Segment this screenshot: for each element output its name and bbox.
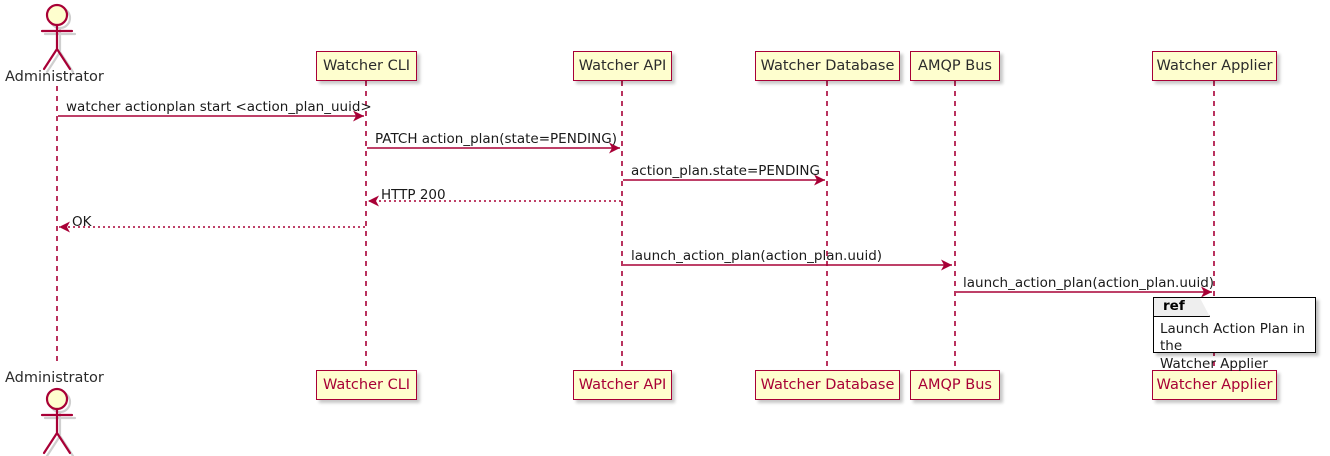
- participant-label-watcher-api: Watcher API: [578, 57, 667, 74]
- actor-label-administrator-bottom: Administrator: [5, 370, 104, 386]
- actor-figure-administrator-bottom: [40, 387, 77, 456]
- message-label-2: PATCH action_plan(state=PENDING): [375, 131, 617, 147]
- actor-body-shadow: [43, 26, 77, 74]
- participant-label-amqp-bus: AMQP Bus: [918, 376, 992, 393]
- participant-box-amqp-bus-top[interactable]: AMQP Bus: [910, 51, 1000, 81]
- actor-body: [40, 23, 74, 71]
- actor-head: [45, 3, 69, 27]
- message-arrowhead-5: [59, 221, 70, 233]
- participant-box-watcher-applier-bottom[interactable]: Watcher Applier: [1152, 370, 1277, 400]
- participant-box-amqp-bus-bottom[interactable]: AMQP Bus: [910, 370, 1000, 400]
- participant-box-watcher-api-top[interactable]: Watcher API: [573, 51, 672, 81]
- participant-label-watcher-api: Watcher API: [578, 376, 667, 393]
- message-label-3: action_plan.state=PENDING: [631, 163, 820, 179]
- participant-box-watcher-cli-bottom[interactable]: Watcher CLI: [316, 370, 417, 400]
- ref-fragment-text: Launch Action Plan in the Watcher Applie…: [1160, 321, 1306, 372]
- ref-fragment-tab-label: ref: [1154, 298, 1210, 317]
- ref-fragment: ref Launch Action Plan in the Watcher Ap…: [1153, 297, 1316, 372]
- participant-box-watcher-database-bottom[interactable]: Watcher Database: [755, 370, 900, 400]
- actor-body-shadow: [43, 410, 77, 456]
- participant-label-watcher-applier: Watcher Applier: [1156, 57, 1273, 74]
- participant-label-watcher-database: Watcher Database: [760, 57, 895, 74]
- message-arrowhead-1: [353, 110, 364, 122]
- actor-body: [40, 407, 74, 455]
- lifeline-group: [56, 81, 1215, 370]
- participant-box-watcher-api-bottom[interactable]: Watcher API: [573, 370, 672, 400]
- participant-label-watcher-applier: Watcher Applier: [1156, 376, 1273, 393]
- actor-label-administrator-top: Administrator: [5, 69, 104, 85]
- message-label-1: watcher actionplan start <action_plan_uu…: [66, 99, 372, 115]
- participant-box-watcher-database-top[interactable]: Watcher Database: [755, 51, 900, 81]
- message-label-5: OK: [72, 214, 92, 230]
- participant-label-watcher-database: Watcher Database: [760, 376, 895, 393]
- actor-figure-administrator-top: [40, 3, 77, 74]
- message-arrowhead-3: [814, 174, 825, 186]
- participant-box-watcher-cli-top[interactable]: Watcher CLI: [316, 51, 417, 81]
- message-arrowhead-2: [609, 142, 620, 154]
- message-label-7: launch_action_plan(action_plan.uuid): [963, 275, 1215, 291]
- message-label-4: HTTP 200: [381, 187, 446, 203]
- actor-head: [45, 387, 69, 411]
- message-arrowhead-6: [941, 259, 952, 271]
- participant-label-watcher-cli: Watcher CLI: [322, 376, 411, 393]
- participant-box-watcher-applier-top[interactable]: Watcher Applier: [1152, 51, 1277, 81]
- message-arrowhead-7: [1201, 286, 1212, 298]
- actor-figure-group: [40, 3, 77, 456]
- participant-label-amqp-bus: AMQP Bus: [918, 57, 992, 74]
- message-arrowhead-4: [368, 195, 379, 207]
- message-arrow-group: [58, 110, 1212, 298]
- message-label-6: launch_action_plan(action_plan.uuid): [631, 248, 883, 264]
- participant-label-watcher-cli: Watcher CLI: [322, 57, 411, 74]
